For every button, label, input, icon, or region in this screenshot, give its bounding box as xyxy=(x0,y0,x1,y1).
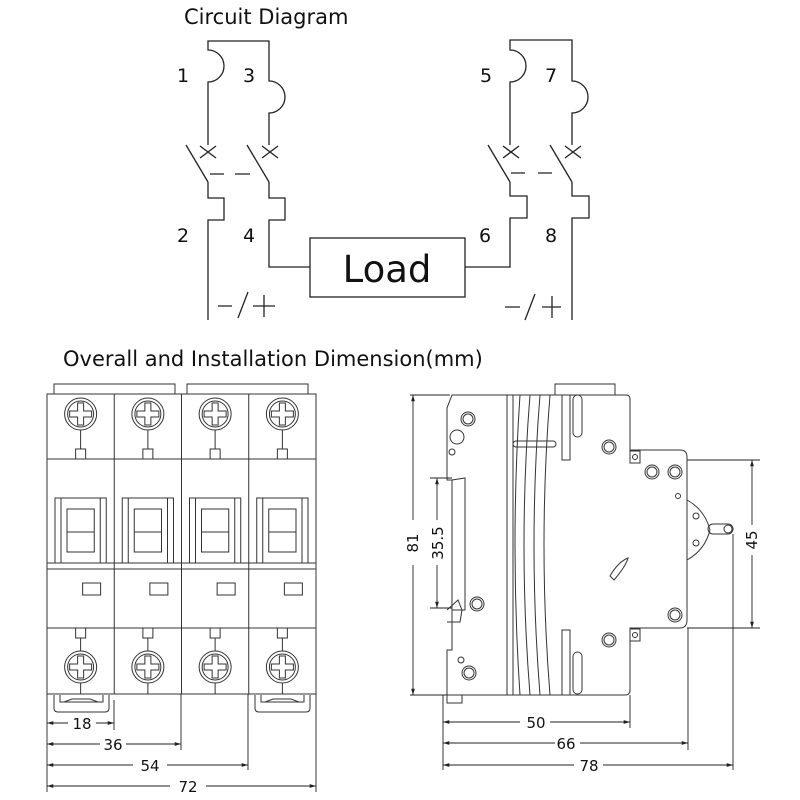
terminal-label-1: 1 xyxy=(177,65,189,87)
screw-cross-icon xyxy=(136,655,160,679)
indicator-window xyxy=(283,582,303,596)
toggle-handle xyxy=(256,497,309,564)
side-dimensions xyxy=(410,394,760,770)
front-dimensions xyxy=(46,694,317,792)
indicator-window xyxy=(82,582,102,596)
terminal-label-2: 2 xyxy=(177,225,189,247)
terminal-label-3: 3 xyxy=(243,65,255,87)
dim-label-35-5: 35.5 xyxy=(429,526,447,559)
toggle-handle xyxy=(54,497,107,564)
pole-pair-left xyxy=(185,40,310,320)
polarity-symbol-left xyxy=(218,291,275,319)
dim-label-78: 78 xyxy=(579,757,598,775)
side-view xyxy=(446,383,734,704)
terminal-label-6: 6 xyxy=(479,225,491,247)
screw-cross-icon xyxy=(69,402,93,426)
terminal-label-8: 8 xyxy=(545,225,557,247)
load-box xyxy=(309,237,466,298)
terminal-label-4: 4 xyxy=(243,225,255,247)
dim-label-72: 72 xyxy=(178,778,197,796)
front-view xyxy=(46,383,317,713)
dim-label-18: 18 xyxy=(72,715,91,733)
dim-label-50: 50 xyxy=(526,714,545,732)
pole-pair-right xyxy=(465,39,590,320)
dim-label-36: 36 xyxy=(103,736,122,754)
screw-cross-icon xyxy=(270,655,294,679)
toggle-handle xyxy=(189,497,242,564)
load-label: Load xyxy=(343,248,432,291)
dim-label-66: 66 xyxy=(556,735,575,753)
dim-label-54: 54 xyxy=(140,757,159,775)
screw-cross-icon xyxy=(136,402,160,426)
dimension-title: Overall and Installation Dimension(mm) xyxy=(63,347,483,371)
screw-cross-icon xyxy=(270,402,294,426)
dim-label-81: 81 xyxy=(404,533,422,552)
circuit-title: Circuit Diagram xyxy=(184,5,348,29)
circuit-diagram: Circuit Diagram 1 3 5 7 xyxy=(177,5,590,321)
indicator-window xyxy=(216,582,236,596)
polarity-symbol-right xyxy=(505,293,561,321)
toggle-handle xyxy=(121,497,174,564)
front-poles xyxy=(47,394,316,694)
screw-cross-icon xyxy=(203,655,227,679)
indicator-window xyxy=(149,582,169,596)
terminal-label-7: 7 xyxy=(545,65,557,87)
screw-cross-icon xyxy=(203,402,227,426)
terminal-label-5: 5 xyxy=(480,65,492,87)
dim-label-45: 45 xyxy=(743,530,761,549)
screw-cross-icon xyxy=(69,655,93,679)
